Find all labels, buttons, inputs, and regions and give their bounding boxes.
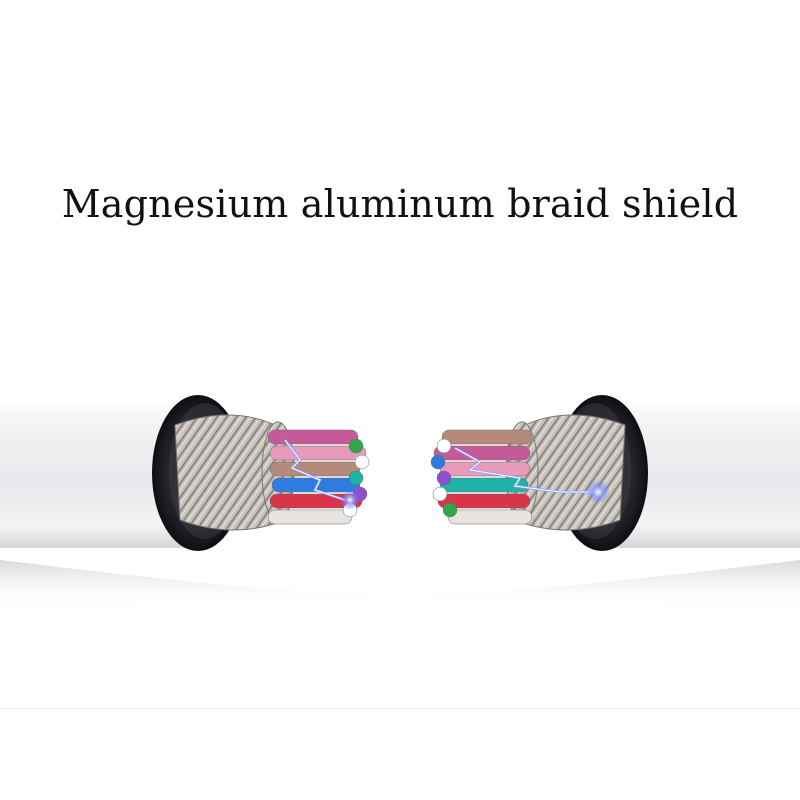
cable-shadow <box>0 560 800 610</box>
caption-title: Magnesium aluminum braid shield <box>61 182 739 226</box>
left-cable <box>0 395 370 551</box>
bottom-divider <box>0 708 800 709</box>
right-cable <box>430 395 800 551</box>
